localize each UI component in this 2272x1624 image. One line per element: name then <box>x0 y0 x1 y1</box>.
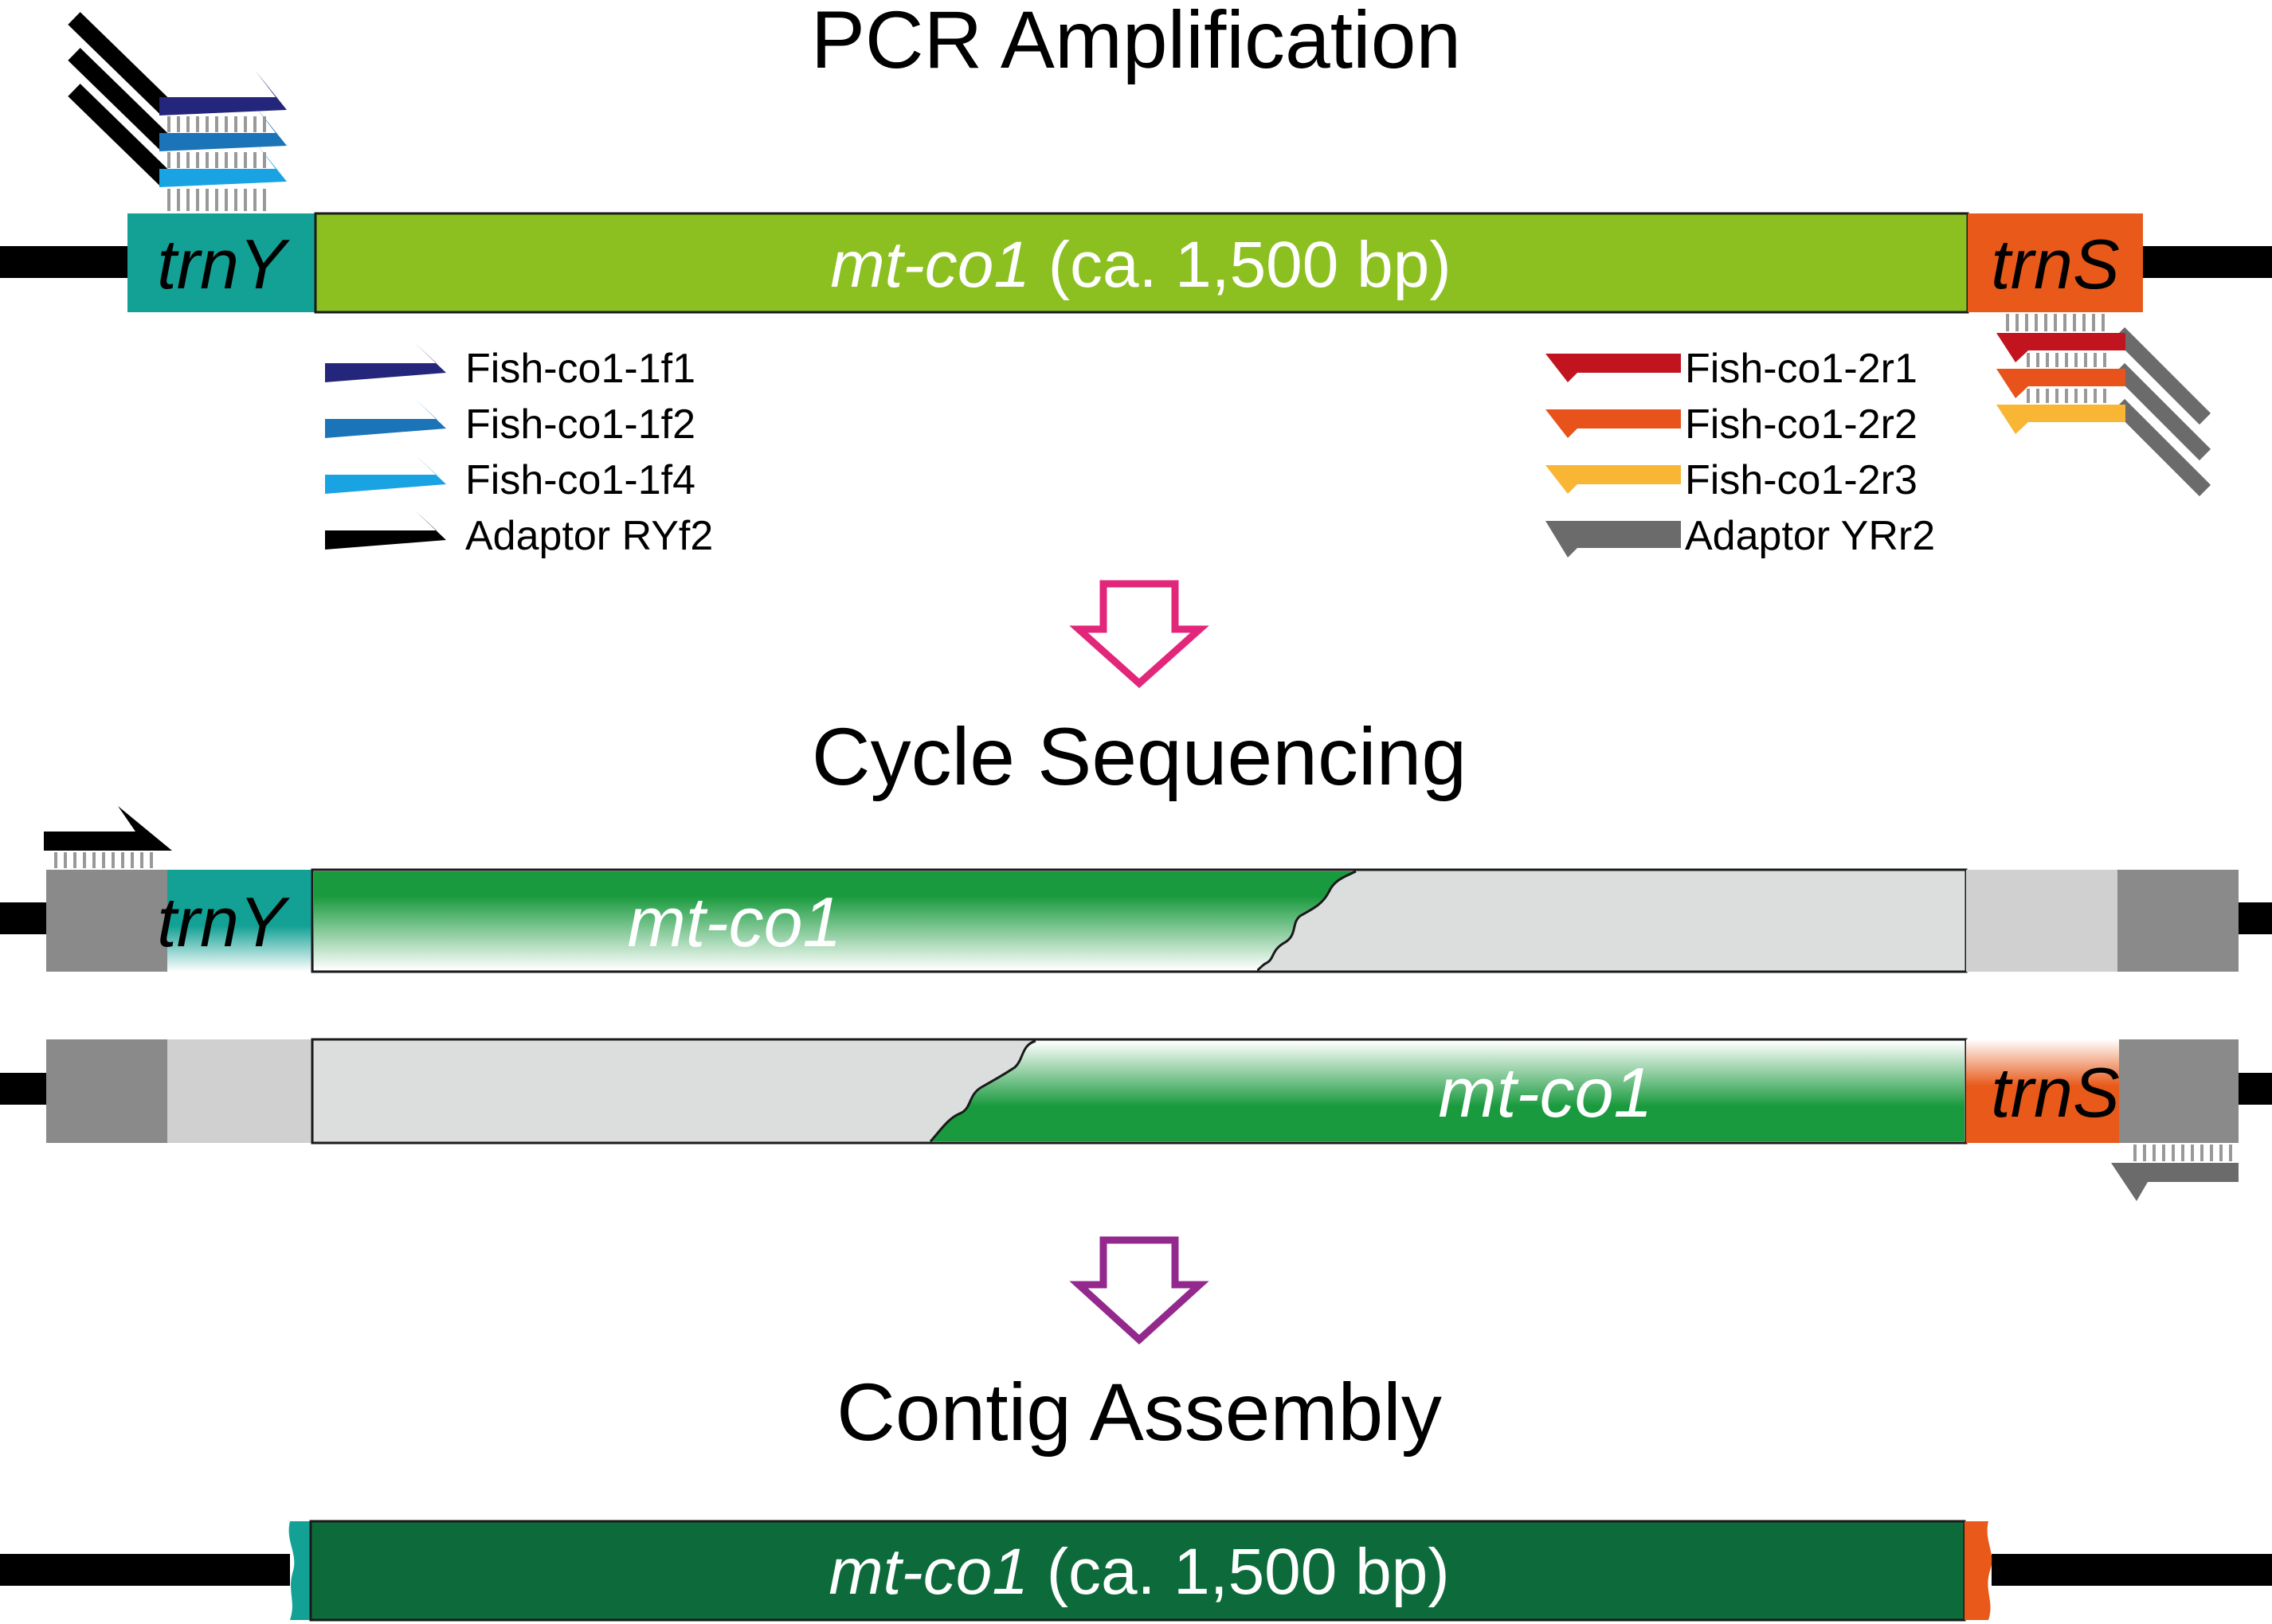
hybridization-ticks <box>2006 314 2106 403</box>
legend-item-adaptor-yrr2: Adaptor YRr2 <box>1685 513 1935 559</box>
adaptor-region <box>46 1039 167 1143</box>
legend-item-fish-co1-2r1: Fish-co1-2r1 <box>1685 346 1917 392</box>
adaptor-region <box>46 870 167 972</box>
trns-fragment <box>1964 1521 1992 1620</box>
gene-name: mt-co1 <box>828 1536 1028 1608</box>
adaptor-tails <box>2113 327 2211 497</box>
heading-pcr: PCR Amplification <box>811 0 1461 85</box>
legend-item-fish-co1-1f1: Fish-co1-1f1 <box>465 346 695 392</box>
reverse-primer-icon <box>1545 521 1681 558</box>
reverse-primer-icon <box>1545 354 1681 382</box>
down-arrow-icon <box>1069 1236 1209 1345</box>
trns-label: trnS <box>1991 225 2119 303</box>
mtco1-sequenced <box>314 871 1356 970</box>
flank-right <box>2239 902 2272 934</box>
trny-unsequenced <box>167 1039 312 1143</box>
trns-label: trnS <box>1991 1053 2119 1132</box>
forward-primer-icon <box>159 142 287 187</box>
forward-primer-icon <box>325 454 446 494</box>
legend-reverse: Fish-co1-2r1 Fish-co1-2r2 Fish-co1-2r3 A… <box>1545 346 1935 559</box>
gene-label: mt-co1 <box>628 882 842 961</box>
flank-left <box>0 246 127 278</box>
legend-forward: Fish-co1-1f1 Fish-co1-1f2 Fish-co1-1f4 A… <box>325 342 713 559</box>
legend-item-fish-co1-2r2: Fish-co1-2r2 <box>1685 401 1917 448</box>
trny-fragment <box>288 1521 312 1620</box>
forward-primer-icon <box>159 106 287 151</box>
contig-strand: mt-co1 (ca. 1,500 bp) <box>0 1520 2272 1622</box>
mtco1-contig <box>309 1520 1966 1622</box>
forward-primer-stack <box>68 12 287 211</box>
reverse-primer-icon <box>1996 369 2125 398</box>
forward-primer-icon <box>325 398 446 438</box>
gene-size: (ca. 1,500 bp) <box>1030 229 1451 301</box>
adaptor-region <box>2117 870 2239 972</box>
heading-contig: Contig Assembly <box>836 1367 1442 1458</box>
legend-item-fish-co1-1f4: Fish-co1-1f4 <box>465 457 695 503</box>
down-arrow-icon <box>1069 580 1209 689</box>
legend-item-fish-co1-2r3: Fish-co1-2r3 <box>1685 457 1917 503</box>
contig-gene-label: mt-co1 (ca. 1,500 bp) <box>828 1536 1449 1608</box>
read-end <box>929 1039 1036 1143</box>
trns-segment <box>1968 213 2143 312</box>
reverse-primer-icon <box>1996 333 2125 362</box>
pcr-gene-label: mt-co1 (ca. 1,500 bp) <box>830 229 1451 301</box>
hybridization-ticks <box>54 852 153 868</box>
trny-segment <box>127 213 315 312</box>
gene-size: (ca. 1,500 bp) <box>1028 1536 1450 1608</box>
mtco1-segment <box>314 212 1969 314</box>
reverse-read: mt-co1 trnS <box>0 1038 2272 1201</box>
mtco1-sequenced <box>930 1041 1964 1141</box>
adaptor-region <box>2119 1039 2239 1143</box>
reverse-primer-icon <box>1996 405 2125 434</box>
pcr-strand: trnY trnS mt-co1 (ca. 1,500 bp) <box>0 212 2272 314</box>
flank-right <box>2143 246 2272 278</box>
hybridization-ticks <box>167 116 266 211</box>
flank-right <box>1992 1554 2272 1586</box>
flank-left <box>0 1554 290 1586</box>
hybridization-ticks <box>2133 1145 2232 1161</box>
reverse-primer-stack <box>1996 314 2211 497</box>
heading-cycle: Cycle Sequencing <box>812 711 1467 802</box>
reverse-primer-icon <box>2111 1163 2239 1201</box>
flank-right <box>2239 1073 2272 1105</box>
legend-item-adaptor-ryf2: Adaptor RYf2 <box>465 513 713 559</box>
trny-label: trnY <box>157 882 290 961</box>
forward-primer-icon <box>44 806 172 851</box>
reverse-primer-icon <box>1545 409 1681 438</box>
forward-read: trnY mt-co1 <box>0 806 2272 973</box>
flank-left <box>0 902 48 934</box>
gene-name: mt-co1 <box>830 229 1030 301</box>
gene-label: mt-co1 <box>1439 1053 1653 1132</box>
trny-label: trnY <box>157 225 290 303</box>
trns-segment <box>1966 1039 2119 1143</box>
read-end <box>1256 870 1357 972</box>
reverse-primer-icon <box>1545 465 1681 494</box>
forward-primer-icon <box>159 70 287 115</box>
flank-left <box>0 1073 48 1105</box>
trny-segment <box>167 870 312 972</box>
trns-unsequenced <box>1966 870 2117 972</box>
forward-primer-icon <box>325 342 446 382</box>
forward-primer-icon <box>325 510 446 550</box>
legend-item-fish-co1-1f2: Fish-co1-1f2 <box>465 401 695 448</box>
adaptor-tails <box>68 12 174 187</box>
